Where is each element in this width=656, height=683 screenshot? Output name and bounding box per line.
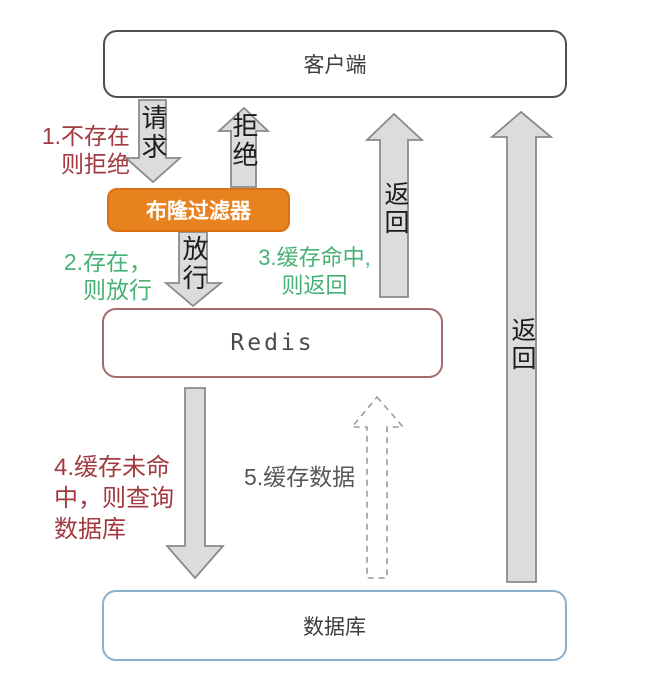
step2-line2: 则放行 [83, 277, 152, 303]
step5-annotation: 5.缓存数据 [244, 464, 356, 490]
reject-arrow-label: 拒绝 [229, 112, 259, 170]
step4-line1: 4.缓存未命 [54, 454, 171, 481]
query-db-arrow [165, 387, 225, 580]
step2-annotation: 2.存在， 则放行 [50, 248, 152, 304]
reject-arrow [216, 106, 271, 188]
step2-line1: 2.存在， [63, 249, 152, 275]
step3-line2: 则返回 [281, 273, 348, 298]
step1-annotation: 1.不存在 则拒绝 [25, 122, 130, 178]
database-node: 数据库 [102, 590, 567, 661]
step3-annotation: 3.缓存命中, 则返回 [242, 244, 387, 300]
return-mid-arrow-label: 返回 [381, 181, 409, 237]
request-arrow-label: 请求 [138, 104, 168, 162]
cache-data-arrow [350, 395, 405, 579]
bloom-filter-node: 布隆过滤器 [107, 188, 290, 232]
redis-node: Redis [102, 308, 443, 378]
step1-line1: 1.不存在 [41, 123, 130, 149]
step1-line2: 则拒绝 [61, 151, 130, 177]
return-mid-arrow [364, 112, 425, 298]
return-right-arrow [489, 110, 554, 583]
client-node: 客户端 [103, 30, 567, 98]
step3-line1: 3.缓存命中, [258, 245, 371, 270]
request-arrow [123, 99, 183, 184]
pass-arrow-label: 放行 [179, 235, 209, 293]
database-node-label: 数据库 [303, 615, 366, 639]
pass-arrow [163, 231, 224, 308]
redis-node-label: Redis [230, 330, 315, 356]
step4-annotation: 4.缓存未命 中，则查询 数据库 [54, 452, 179, 545]
client-node-label: 客户端 [303, 54, 367, 77]
bloom-filter-node-label: 布隆过滤器 [146, 200, 251, 223]
step4-line3: 数据库 [54, 516, 126, 543]
return-right-arrow-label: 返回 [508, 317, 536, 373]
step4-line2: 中，则查询 [54, 485, 174, 512]
